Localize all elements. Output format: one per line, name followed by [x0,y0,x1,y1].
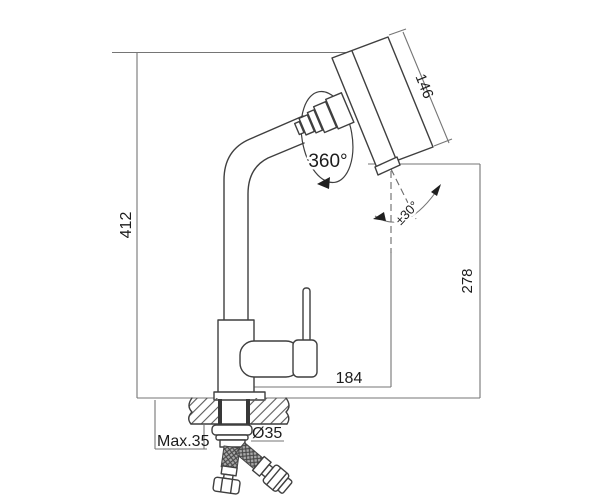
connector-block [312,100,338,134]
counter-slab-left [188,398,218,424]
tilt-arrow-left [373,212,386,221]
spout-pipe [223,115,305,323]
spray-head-face-line [351,50,397,160]
shank-right-edge [246,399,250,425]
label-mount-hole-diameter: Ø35 [252,425,282,442]
counter-slab-right [250,398,289,424]
label-spray-tilt-range: ±30° [392,198,421,228]
mounting-locknut [211,424,253,436]
base-flange [213,391,266,401]
spray-head [331,28,453,176]
countertop [188,397,290,425]
connector-ring-3 [306,109,324,134]
connector-hub [325,92,355,130]
spray-nozzle-tip [374,156,401,176]
mount-annotations [154,400,284,450]
cartridge-housing [239,340,301,378]
connector-ring-1 [293,120,305,136]
handle-lever [302,287,311,343]
counter-break-left [188,397,193,425]
dim-146-line [402,31,450,144]
connector-ring-2 [298,114,316,136]
label-overall-height: 412 [118,212,135,239]
spout-outer-line [223,115,304,323]
hose-nut-vertical [212,476,241,495]
mounting-hardware [211,424,253,448]
swivel-connector [293,92,355,136]
tilt-axis-dashed [390,168,417,220]
tilt-arrow-right [431,184,441,196]
dim-146-ext-top [388,28,407,36]
swivel-ellipse [300,90,354,184]
handle-base [292,339,318,378]
hose-endcap-diagonal [277,477,293,494]
swivel-arrow [317,177,330,189]
nut-facet-1 [219,477,224,493]
nut-facet-3 [265,467,282,486]
swivel-annotation [300,90,354,189]
shank-left-edge [218,399,222,425]
mounting-washer [215,434,249,441]
spout-inner-line [247,142,305,323]
label-spout-reach: 184 [336,370,363,387]
label-max-mount-thickness: Max.35 [157,433,210,450]
nut-facet-2 [229,478,234,494]
nut-facet-4 [272,472,288,491]
spray-head-body [331,36,434,169]
faucet-body [213,287,318,401]
label-spray-head-length: 146 [412,72,437,102]
tilt-annotation [373,168,441,253]
label-outlet-height: 278 [459,268,476,293]
dim-146-ext-bottom [433,138,453,147]
supply-hose-vertical [212,445,241,495]
supply-hose-diagonal [234,441,293,494]
counter-break-right [285,397,290,425]
label-swivel-rotation: 360° [308,151,347,172]
